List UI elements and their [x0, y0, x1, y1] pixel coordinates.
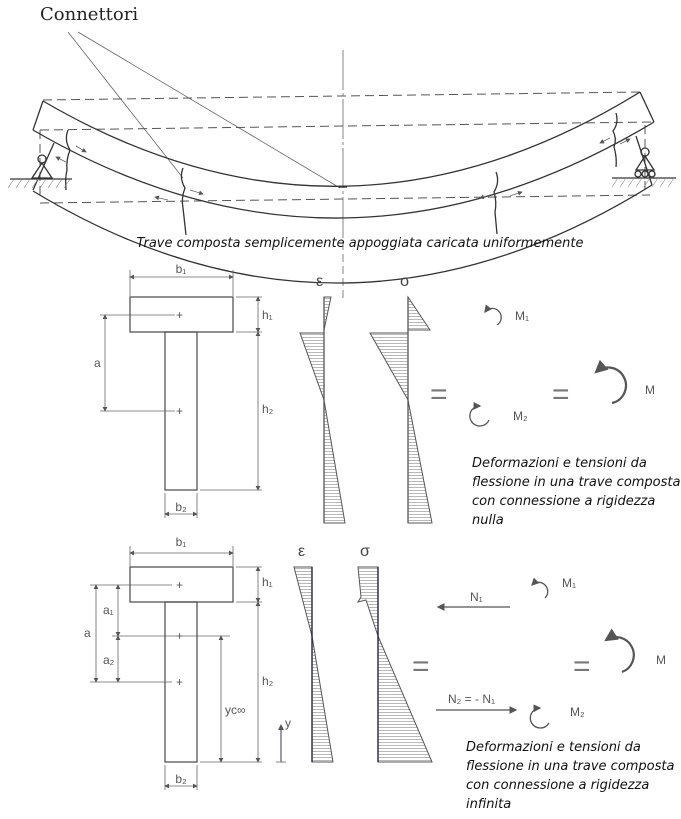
- connector-icon: [65, 112, 618, 236]
- connector-leader-line: [67, 31, 184, 179]
- stress-symbol: σ: [400, 273, 410, 290]
- moment-m-icon: [594, 359, 628, 405]
- beam-interface: [32, 121, 655, 219]
- b2-label: b₂: [175, 500, 187, 514]
- moment-m-icon: [604, 628, 635, 674]
- svg-text:Deformazioni e tensioni da: Deformazioni e tensioni da: [472, 456, 647, 471]
- svg-text:+: +: [176, 578, 183, 592]
- strain-diagram: [299, 296, 346, 524]
- equals-sign: =: [430, 378, 448, 411]
- upper-beam-top-edge: [42, 91, 641, 187]
- m-label: M: [645, 383, 655, 397]
- h2-label: h₂: [262, 674, 274, 688]
- a1-label: a₁: [103, 603, 114, 617]
- moment-m1-icon: [531, 577, 549, 599]
- svg-text:+: +: [176, 404, 183, 418]
- roller-support: [611, 147, 676, 188]
- a2-label: a₂: [103, 653, 115, 667]
- h1-label: h₁: [262, 575, 273, 589]
- svg-text:flessione in una trave compost: flessione in una trave composta: [466, 759, 675, 774]
- svg-text:infinita: infinita: [466, 797, 511, 812]
- m2-label: M₂: [513, 409, 528, 423]
- m1-label: M₁: [515, 309, 529, 323]
- equals-sign: =: [412, 650, 430, 683]
- svg-text:+: +: [176, 675, 183, 689]
- svg-text:con connessione a rigidezza: con connessione a rigidezza: [466, 778, 649, 793]
- n1-label: N₁: [470, 590, 483, 604]
- stress-diagram: [369, 295, 433, 524]
- n2-label: N₂ = - N₁: [448, 692, 495, 706]
- slip-arrows: [55, 137, 631, 201]
- lower-beam-bottom-edge: [32, 184, 653, 284]
- b1-label: b₁: [176, 262, 187, 276]
- svg-text:+: +: [176, 308, 183, 322]
- section-zero-caption: Deformazioni e tensioni da flessione in …: [472, 456, 681, 528]
- svg-text:nulla: nulla: [472, 513, 504, 528]
- m2-label: M₂: [570, 705, 585, 719]
- h2-label: h₂: [262, 402, 274, 416]
- yc-label: yc∞: [225, 703, 246, 717]
- strain-symbol: ε: [316, 273, 323, 290]
- connector-leader-line: [77, 31, 341, 189]
- deflected-beam-figure: Connettori: [7, 4, 676, 300]
- moment-m2-icon: [529, 704, 550, 729]
- y-label: y: [285, 716, 291, 730]
- equals-sign: =: [573, 650, 591, 683]
- moment-m1-icon: [484, 304, 502, 326]
- strain-diagram: [293, 566, 334, 763]
- a-label: a: [94, 356, 101, 370]
- section-infinite-caption: Deformazioni e tensioni da flessione in …: [466, 740, 675, 812]
- equals-sign: =: [552, 378, 570, 411]
- m1-label: M₁: [562, 576, 576, 590]
- section-infinite-stiffness: b₁ +++ a a₁ a₂ yc∞ h₁ h₂ b₂ y ε σ = N₁ M…: [84, 535, 675, 812]
- connectors-label: Connettori: [40, 4, 138, 25]
- b2-label: b₂: [175, 772, 187, 786]
- m-label: M: [656, 653, 666, 667]
- a-label: a: [84, 626, 91, 640]
- moment-m2-icon: [469, 402, 490, 427]
- b1-label: b₁: [176, 535, 187, 549]
- svg-text:Deformazioni e tensioni da: Deformazioni e tensioni da: [466, 740, 641, 755]
- top-figure-caption: Trave composta semplicemente appoggiata …: [137, 236, 584, 251]
- svg-text:con connessione a rigidezza: con connessione a rigidezza: [472, 494, 655, 509]
- svg-text:flessione in una trave compost: flessione in una trave composta: [472, 475, 681, 490]
- stress-symbol: σ: [360, 543, 370, 560]
- strain-symbol: ε: [298, 543, 305, 560]
- section-zero-stiffness: b₁ + + a h₁ h₂ b₂ ε σ = M₁ M₂ = M Deforma…: [94, 262, 681, 528]
- pin-support: [7, 154, 72, 189]
- h1-label: h₁: [262, 308, 273, 322]
